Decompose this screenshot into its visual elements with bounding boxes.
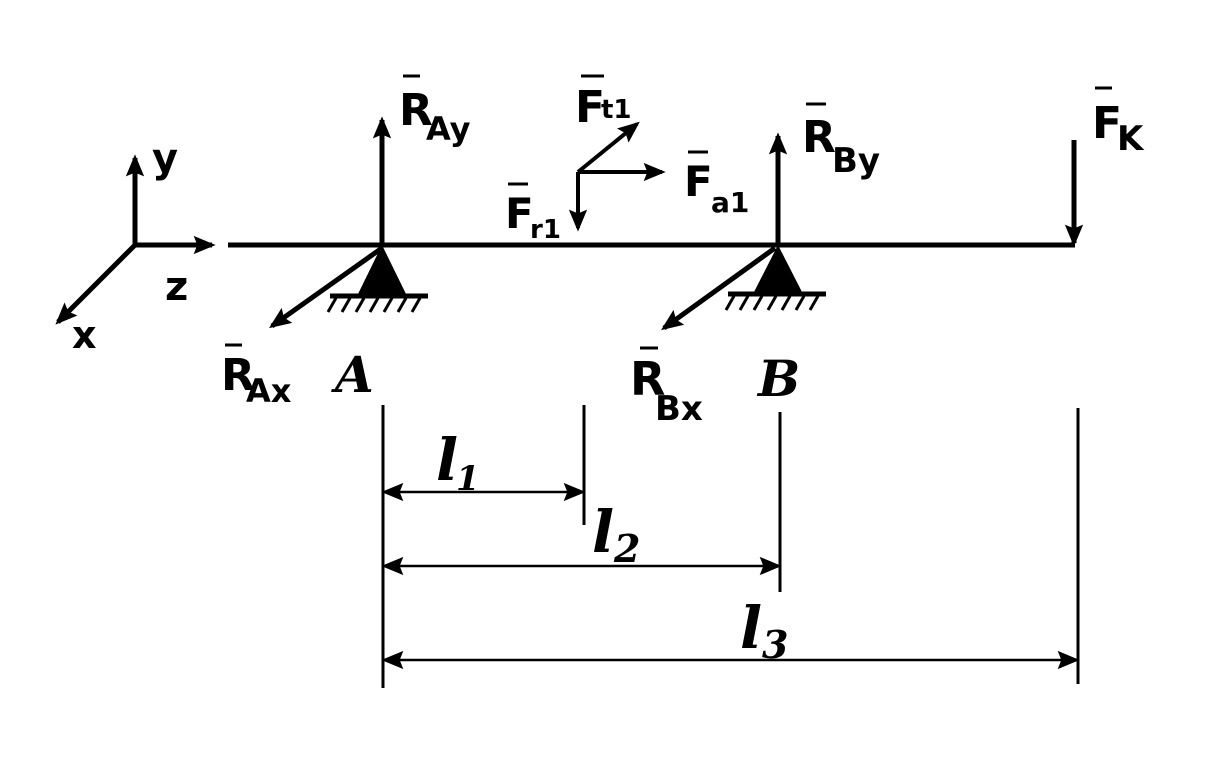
force-f-t1-label: F t1 <box>575 74 632 133</box>
dim-l1-label: l 1 <box>436 426 480 499</box>
svg-text:t1: t1 <box>601 95 632 125</box>
support-b <box>724 245 826 311</box>
dimension-lines <box>381 482 1080 670</box>
svg-text:F: F <box>505 189 534 238</box>
svg-text:2: 2 <box>613 526 640 571</box>
svg-text:3: 3 <box>762 622 788 667</box>
svg-text:F: F <box>684 157 713 206</box>
force-r-bx-label: R Bx <box>630 346 703 429</box>
extension-lines <box>381 405 1080 688</box>
force-r-by-label: R By <box>802 102 880 181</box>
support-a-label: A <box>331 345 374 404</box>
svg-text:R: R <box>221 350 255 401</box>
force-r-ax-arrow <box>269 245 384 329</box>
z-axis-label: z <box>165 264 188 310</box>
svg-text:K: K <box>1117 119 1145 159</box>
svg-text:Ax: Ax <box>246 372 292 410</box>
y-axis-label: y <box>152 136 178 182</box>
dim-l3-label: l 3 <box>740 594 788 667</box>
force-f-k-label: F K <box>1092 86 1145 159</box>
support-b-label: B <box>756 349 800 408</box>
svg-text:1: 1 <box>456 459 480 499</box>
dim-l2-label: l 2 <box>592 498 640 571</box>
svg-text:By: By <box>832 141 880 181</box>
svg-text:a1: a1 <box>711 186 749 219</box>
svg-text:R: R <box>630 352 665 406</box>
svg-text:r1: r1 <box>530 215 561 245</box>
force-f-t1-arrow <box>576 121 640 174</box>
force-r-ax-label: R Ax <box>221 343 292 410</box>
svg-text:F: F <box>575 82 605 133</box>
svg-text:Ay: Ay <box>426 110 471 148</box>
svg-text:F: F <box>1092 98 1122 149</box>
force-r-ay-label: R Ay <box>399 74 471 148</box>
force-f-a1-label: F a1 <box>684 150 749 219</box>
coordinate-axes <box>55 154 216 325</box>
force-r-bx-arrow <box>661 245 777 331</box>
svg-text:R: R <box>802 112 836 163</box>
svg-text:l: l <box>740 594 762 662</box>
svg-text:l: l <box>436 426 458 494</box>
x-axis-arrow <box>55 243 137 325</box>
x-axis-label: x <box>72 313 97 357</box>
support-a <box>326 245 428 313</box>
svg-text:Bx: Bx <box>655 389 703 429</box>
force-f-r1-label: F r1 <box>505 182 561 245</box>
svg-text:l: l <box>592 498 614 566</box>
gear-forces <box>568 121 666 232</box>
svg-text:R: R <box>399 85 433 136</box>
